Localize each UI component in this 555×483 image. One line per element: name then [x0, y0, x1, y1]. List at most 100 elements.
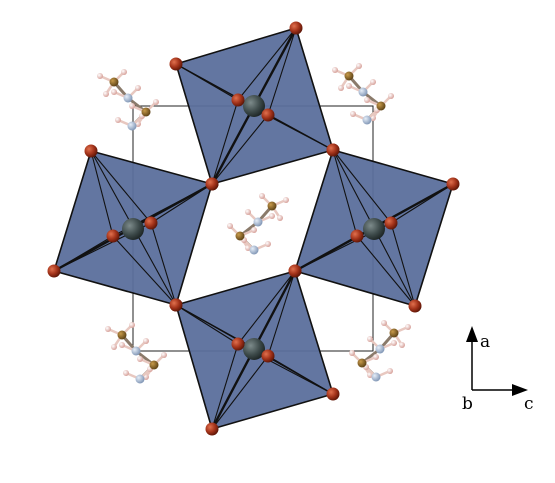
octahedron-edge [211, 114, 269, 185]
oxygen-atom [384, 216, 398, 230]
oxygen-atom [47, 264, 61, 278]
oxygen-atom [205, 177, 219, 191]
oxygen-atom [231, 337, 245, 351]
octahedra-layer [47, 21, 460, 436]
octahedron-edge [175, 304, 239, 345]
octahedron-4 [169, 264, 340, 436]
hydrogen-atom [97, 73, 103, 79]
hydrogen-atom [405, 324, 411, 330]
nitrogen-atom [362, 115, 372, 125]
octahedron-edge [332, 149, 392, 224]
carbon-atom [267, 201, 277, 211]
oxygen-atom [446, 177, 460, 191]
oxygen-atom [261, 349, 275, 363]
oxygen-atom [326, 143, 340, 157]
hydrogen-atom [265, 241, 271, 247]
nitrogen-atom [249, 245, 259, 255]
octahedron-3 [288, 143, 460, 313]
carbon-atom [117, 330, 127, 340]
carbon-atom [109, 77, 119, 87]
octahedron-edge [211, 355, 269, 430]
oxygen-atom [169, 57, 183, 71]
hydrogen-atom [259, 193, 265, 199]
hydrogen-atom [356, 63, 362, 69]
octahedron-edge [237, 27, 297, 101]
axis-label-a: a [480, 332, 490, 352]
nitrogen-atom [375, 344, 385, 354]
octahedron-edge [390, 222, 416, 307]
oxygen-atom [261, 108, 275, 122]
hydrogen-atom [391, 340, 397, 346]
carbon-atom [389, 328, 399, 338]
hydrogen-atom [129, 103, 135, 109]
carbon-atom [141, 107, 151, 117]
octahedron-edge [112, 235, 177, 306]
carbon-atom [376, 101, 386, 111]
hydrogen-atom [245, 209, 251, 215]
metal-atom [243, 95, 265, 117]
axis-a-arrowhead [466, 326, 478, 342]
nitrogen-atom [131, 346, 141, 356]
metal-atom [122, 218, 144, 240]
organic-cation-1 [97, 69, 159, 131]
organic-cations-layer [97, 63, 411, 384]
hydrogen-atom [227, 223, 233, 229]
oxygen-atom [408, 299, 422, 313]
metal-atom [363, 218, 385, 240]
carbon-atom [344, 71, 354, 81]
axis-label-c: c [524, 394, 534, 414]
oxygen-atom [84, 144, 98, 158]
axis-label-b: b [462, 394, 473, 414]
hydrogen-atom [338, 85, 344, 91]
oxygen-atom [205, 422, 219, 436]
carbon-atom [149, 360, 159, 370]
octahedron-1 [169, 21, 340, 191]
hydrogen-atom [111, 344, 117, 350]
hydrogen-atom [399, 342, 405, 348]
carbon-atom [357, 358, 367, 368]
octahedron-edge [211, 99, 239, 185]
nitrogen-atom [358, 87, 368, 97]
hydrogen-atom [119, 342, 125, 348]
hydrogen-atom [373, 354, 379, 360]
organic-cation-4 [105, 322, 167, 384]
octahedron-edge [211, 343, 239, 430]
oxygen-atom [288, 264, 302, 278]
octahedron-edge [90, 150, 152, 224]
hydrogen-atom [137, 356, 143, 362]
hydrogen-atom [370, 79, 376, 85]
hydrogen-atom [277, 215, 283, 221]
hydrogen-atom [381, 320, 387, 326]
oxygen-atom [326, 387, 340, 401]
oxygen-atom [169, 298, 183, 312]
octahedron-edge [267, 270, 296, 357]
hydrogen-atom [135, 85, 141, 91]
hydrogen-atom [153, 99, 159, 105]
hydrogen-atom [346, 83, 352, 89]
nitrogen-atom [127, 121, 137, 131]
axis-indicator: a b c [462, 326, 534, 414]
hydrogen-atom [364, 97, 370, 103]
nitrogen-atom [371, 372, 381, 382]
hydrogen-atom [105, 326, 111, 332]
nitrogen-atom [253, 217, 263, 227]
hydrogen-atom [111, 89, 117, 95]
organic-cation-2 [332, 63, 394, 125]
oxygen-atom [106, 229, 120, 243]
octahedron-edge [332, 149, 358, 237]
hydrogen-atom [387, 368, 393, 374]
organic-cation-3 [227, 193, 289, 255]
axis-c-arrowhead [512, 384, 528, 396]
nitrogen-atom [135, 374, 145, 384]
hydrogen-atom [367, 336, 373, 342]
nitrogen-atom [123, 93, 133, 103]
hydrogen-atom [283, 197, 289, 203]
octahedron-2 [47, 144, 219, 312]
hydrogen-atom [123, 370, 129, 376]
hydrogen-atom [121, 69, 127, 75]
hydrogen-atom [251, 227, 257, 233]
hydrogen-atom [115, 117, 121, 123]
octahedron-edge [237, 270, 296, 345]
hydrogen-atom [161, 352, 167, 358]
